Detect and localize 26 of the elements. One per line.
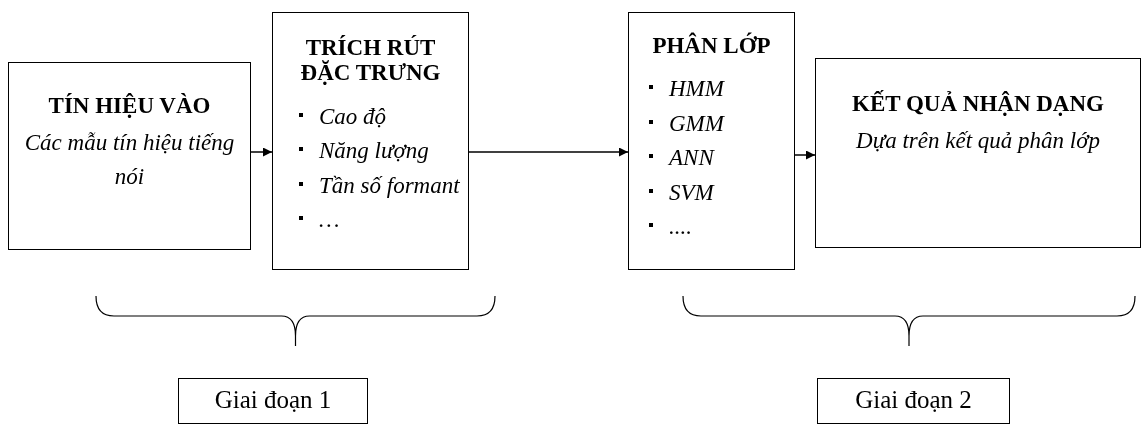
box-heading: PHÂN LỚP bbox=[651, 33, 772, 59]
arrow bbox=[250, 147, 273, 157]
process-box bbox=[272, 12, 469, 270]
list-item: .... bbox=[647, 210, 790, 245]
stage-box bbox=[817, 378, 1010, 424]
process-box bbox=[8, 62, 251, 250]
list-item: Năng lượng bbox=[297, 134, 462, 169]
stage-box bbox=[178, 378, 368, 424]
list-item: ANN bbox=[647, 141, 790, 176]
list-item: HMM bbox=[647, 72, 790, 107]
list-item: GMM bbox=[647, 106, 790, 142]
process-box bbox=[815, 58, 1141, 248]
stage-label: Giai đoạn 1 bbox=[213, 385, 333, 415]
list-item: … bbox=[297, 203, 462, 238]
list-item: SVM bbox=[647, 175, 790, 211]
list-item: Tần số formant bbox=[297, 168, 462, 204]
box-heading: KẾT QUẢ NHẬN DẠNG bbox=[851, 91, 1105, 117]
arrow bbox=[794, 150, 816, 160]
box-description: Dựa trên kết quả phân lớp bbox=[855, 127, 1101, 156]
stage-label: Giai đoạn 2 bbox=[854, 385, 973, 415]
box-description: Các mẫu tín hiệu tiếng nói bbox=[23, 129, 236, 191]
list-item: Cao độ bbox=[297, 99, 462, 135]
process-box bbox=[628, 12, 795, 270]
box-heading: TRÍCH RÚT ĐẶC TRƯNG bbox=[299, 35, 442, 86]
box-heading: TÍN HIỆU VÀO bbox=[47, 93, 212, 119]
arrow bbox=[468, 147, 629, 157]
